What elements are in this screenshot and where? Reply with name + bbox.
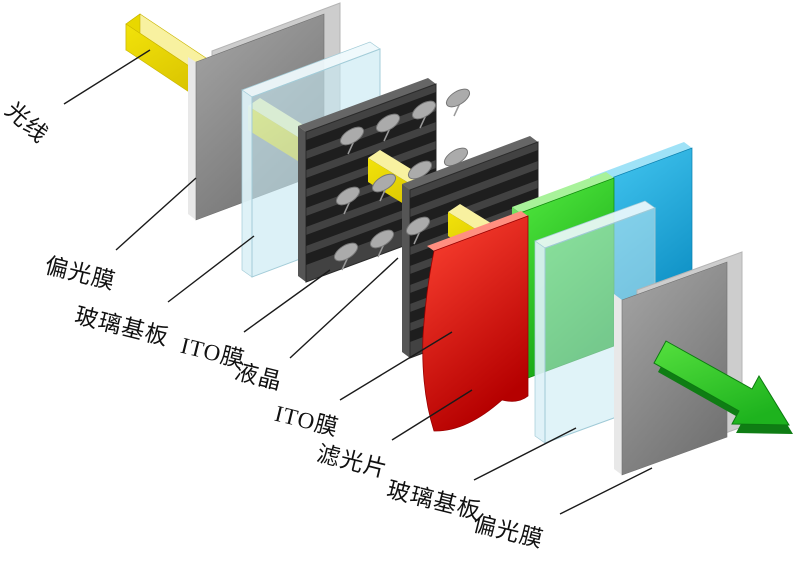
leader-line-glass-rear <box>473 427 577 481</box>
lc-molecule <box>371 173 397 202</box>
lc-molecule <box>369 229 395 258</box>
ito-slat <box>306 92 436 151</box>
ito-left-edge <box>402 184 410 358</box>
ito-slat <box>410 150 538 209</box>
liquid-crystal-molecules <box>335 88 471 215</box>
polarizer-left-edge <box>614 294 622 475</box>
leader-line-ito-rear <box>339 331 453 401</box>
liquid-crystal-molecules <box>333 216 431 271</box>
filter-red-top-edge <box>427 211 528 251</box>
lc-molecule <box>339 126 365 155</box>
lc-molecule <box>445 88 471 117</box>
leader-line-ito-front <box>243 269 331 333</box>
filter-green-top-edge <box>512 172 614 213</box>
lc-molecule <box>335 186 361 215</box>
glass-left-edge <box>534 240 546 444</box>
leader-line-liquid-crystal <box>289 257 399 359</box>
lc-molecule <box>375 113 401 142</box>
filter-red-face <box>422 215 529 432</box>
leader-lines <box>63 49 653 515</box>
lc-molecule <box>411 100 437 129</box>
ito-slat <box>306 111 436 170</box>
filter-blue-top-edge <box>590 142 692 183</box>
output-light-arrow <box>653 340 793 434</box>
arrow-face <box>653 340 790 426</box>
ito-top-edge <box>402 136 538 190</box>
leader-line-light-ray <box>63 49 151 105</box>
leader-line-polarizer-rear <box>559 467 653 515</box>
ito-slat <box>410 169 538 228</box>
ito-top-edge <box>298 78 436 132</box>
leader-line-glass-front <box>167 235 255 303</box>
ito-left-edge <box>298 126 306 282</box>
leader-line-color-filter <box>391 389 473 441</box>
polarizer-left-edge <box>188 57 196 220</box>
lc-molecule <box>333 242 359 271</box>
glass-left-edge <box>241 89 253 278</box>
color-filter-red-sheet <box>422 211 529 432</box>
lc-molecule <box>405 216 431 245</box>
leader-line-polarizer-front <box>115 177 197 251</box>
